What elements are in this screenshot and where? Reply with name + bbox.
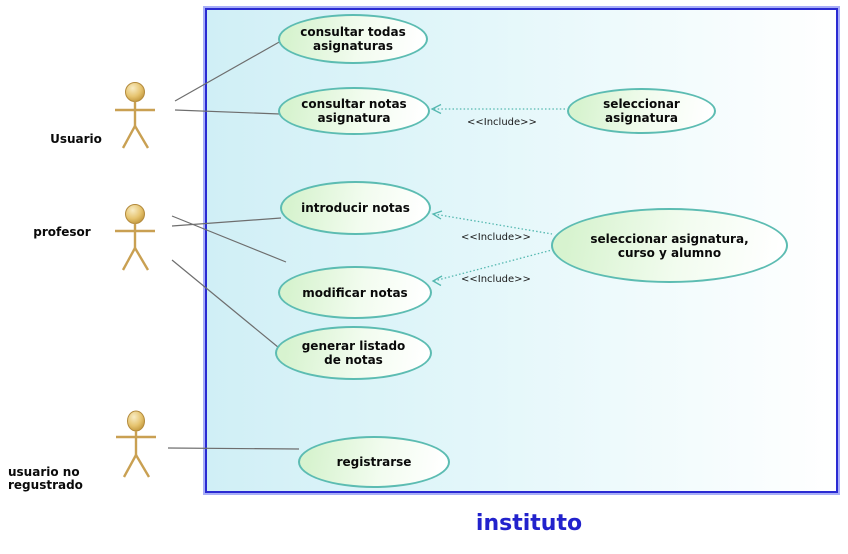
association-profesor-generar-listado	[171, 259, 285, 353]
usecase-consultar-notas-asignatura: consultar notas asignatura	[278, 87, 430, 135]
usecase-seleccionar-asignatura-curso-alumno: seleccionar asignatura, curso y alumno	[551, 208, 788, 283]
actor-label-usuario-no-regustrado: usuario no regustrado	[8, 465, 83, 492]
usecase-modificar-notas: modificar notas	[278, 266, 432, 319]
actor-label-profesor: profesor	[33, 225, 91, 239]
usecase-consultar-todas-asignaturas: consultar todas asignaturas	[278, 14, 428, 64]
association-noregistrado-registrarse	[167, 447, 300, 450]
association-profesor-modificar-notas	[171, 215, 287, 263]
association-profesor-introducir-notas	[171, 217, 282, 227]
include-label-consultar-notas: <<Include>>	[467, 117, 537, 128]
association-usuario-consultar-todas	[174, 40, 282, 102]
usecase-introducir-notas: introducir notas	[280, 181, 431, 235]
actor-usuario-no-regustrado-icon	[116, 410, 156, 478]
include-label-modificar-notas: <<Include>>	[461, 274, 531, 285]
actor-profesor-icon	[115, 204, 155, 271]
usecase-seleccionar-asignatura: seleccionar asignatura	[567, 88, 716, 134]
system-title: instituto	[475, 511, 583, 536]
actor-label-usuario: Usuario	[50, 132, 102, 146]
actor-icons	[115, 82, 156, 478]
include-arrow-seleccionar-asignatura	[430, 103, 566, 115]
association-usuario-consultar-notas	[174, 109, 281, 115]
usecase-generar-listado-de-notas: generar listado de notas	[275, 326, 432, 380]
include-arrow-modificar-notas	[431, 249, 553, 287]
include-arrows	[430, 103, 566, 287]
association-lines	[167, 40, 300, 450]
usecase-registrarse: registrarse	[298, 436, 450, 488]
include-label-introducir-notas: <<Include>>	[461, 232, 531, 243]
include-arrow-introducir-notas	[431, 210, 553, 235]
actor-usuario-icon	[115, 82, 155, 149]
